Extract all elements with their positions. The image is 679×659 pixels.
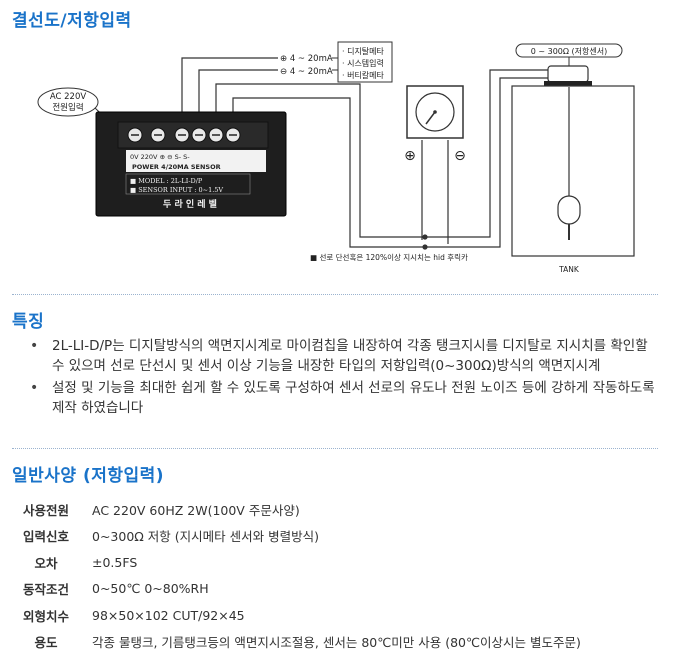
device-1: · 디지탈메타 <box>342 46 385 56</box>
model-label: ■ MODEL : 2L-LI-D/P <box>130 177 203 185</box>
brand-label: 두 라 인 레 벨 <box>163 198 217 210</box>
table-row: 오차 ±0.5FS <box>12 549 581 576</box>
sensor-input-label: ■ SENSOR INPUT : 0~1.5V <box>130 186 223 194</box>
features-list: 2L-LI-D/P는 디지탈방식의 액면지시계로 마이컴칩을 내장하여 각종 탱… <box>30 336 660 420</box>
device-2: · 시스템입력 <box>342 58 384 68</box>
device-3: · 버티칼메타 <box>342 70 385 80</box>
spec-table: 사용전원 AC 220V 60HZ 2W(100V 주문사양) 입력신호 0~300… <box>12 496 581 655</box>
spec-value: 98×50×102 CUT/92×45 <box>92 607 245 623</box>
spec-label: 동작조건 <box>22 582 69 598</box>
features-title: 특징 <box>12 312 45 332</box>
spec-value: AC 220V 60HZ 2W(100V 주문사양) <box>92 502 300 518</box>
sensor-callout: 0 ~ 300Ω (저항센서) <box>515 43 623 66</box>
sensor-label: 0 ~ 300Ω (저항센서) <box>531 46 608 56</box>
specs-title: 일반사양 (저항입력) <box>12 466 165 486</box>
spec-value: ±0.5FS <box>92 554 138 570</box>
meter-minus-terminal: ⊖ <box>454 148 466 164</box>
current-output: ⊕ 4 ~ 20mA ⊖ 4 ~ 20mA · 디지탈메타 · 시스템입력 · … <box>280 41 393 83</box>
feature-item: 설정 및 기능을 최대한 쉽게 할 수 있도록 구성하여 센서 선로의 유도나 … <box>30 378 660 418</box>
wires <box>181 57 565 250</box>
divider <box>12 294 658 295</box>
spec-value: 0~50℃ 0~80%RH <box>92 581 209 597</box>
ac-label-2: 전원입력 <box>52 102 83 113</box>
tank-label: TANK <box>558 265 580 274</box>
table-row: 용도 각종 물탱크, 기름탱크등의 액면지시조절용, 센서는 80℃미만 사용 (… <box>12 629 581 656</box>
table-row: 입력신호 0~300Ω 저항 (지시메타 센서와 병렬방식) <box>12 523 581 550</box>
panel-meter: ⊕ ⊖ <box>404 85 466 164</box>
out-minus-label: ⊖ 4 ~ 20mA <box>280 67 333 77</box>
feature-item: 2L-LI-D/P는 디지탈방식의 액면지시계로 마이컴칩을 내장하여 각종 탱… <box>30 336 660 376</box>
terminal-groups: POWER 4/20MA SENSOR <box>132 163 221 171</box>
tank: TANK <box>511 65 635 274</box>
spec-label: 입력신호 <box>22 529 69 545</box>
ac-label-1: AC 220V <box>50 92 87 102</box>
spec-label: 오차 <box>34 555 58 571</box>
table-row: 동작조건 0~50℃ 0~80%RH <box>12 576 581 603</box>
spec-value: 각종 물탱크, 기름탱크등의 액면지시조절용, 센서는 80℃미만 사용 (80… <box>92 635 581 651</box>
ac-input-callout: AC 220V 전원입력 <box>37 87 113 125</box>
out-plus-label: ⊕ 4 ~ 20mA <box>280 54 333 64</box>
table-row: 외형치수 98×50×102 CUT/92×45 <box>12 602 581 629</box>
meter-plus-terminal: ⊕ <box>404 148 416 164</box>
spec-value: 0~300Ω 저항 (지시메타 센서와 병렬방식) <box>92 529 319 545</box>
terminal-labels: 0V 220V ⊕ ⊖ S- S- <box>130 153 190 161</box>
divider <box>12 448 658 449</box>
wiring-title: 결선도/저항입력 <box>12 11 132 31</box>
wiring-diagram: AC 220V 전원입력 ⊕ 4 ~ 20mA ⊖ 4 ~ 20mA · 디지탈… <box>37 41 635 274</box>
spec-label: 사용전원 <box>22 502 69 518</box>
spec-label: 외형치수 <box>22 608 69 624</box>
table-row: 사용전원 AC 220V 60HZ 2W(100V 주문사양) <box>12 496 581 523</box>
controller-unit: 0V 220V ⊕ ⊖ S- S- POWER 4/20MA SENSOR ■ … <box>95 111 287 217</box>
wire-break-note: ■ 선로 단선혹은 120%이상 지시치는 hid 후릭카 <box>310 252 468 262</box>
spec-label: 용도 <box>34 635 58 651</box>
